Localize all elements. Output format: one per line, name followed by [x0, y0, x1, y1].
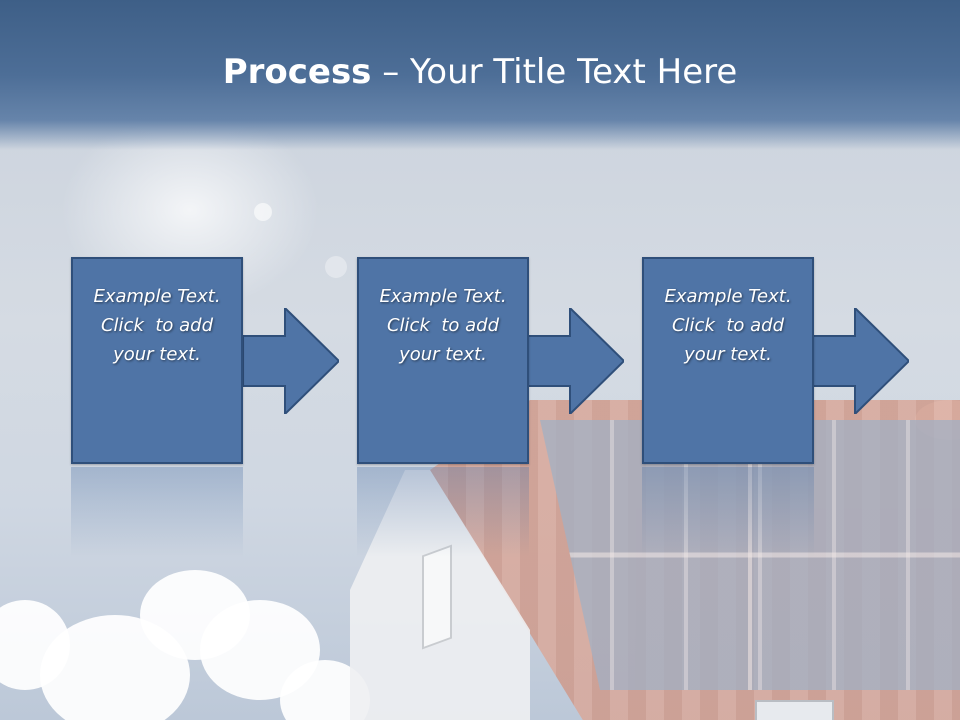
- roof-skylight: [755, 700, 834, 720]
- step-reflection: [642, 467, 814, 557]
- step-text: Example Text. Click to add your text.: [87, 282, 226, 369]
- step-reflection: [71, 467, 243, 557]
- lens-flare: [254, 203, 272, 221]
- step-line: Example Text.: [664, 286, 792, 307]
- step-line: Click to add: [100, 315, 213, 336]
- right-arrow-icon: [243, 308, 339, 414]
- right-arrow-icon: [813, 308, 909, 414]
- lens-flare: [325, 256, 347, 278]
- step-text: Example Text. Click to add your text.: [658, 282, 797, 369]
- house-window: [422, 544, 452, 650]
- title-bold: Process: [222, 52, 372, 92]
- step-text: Example Text. Click to add your text.: [373, 282, 512, 369]
- process-step-3[interactable]: Example Text. Click to add your text.: [642, 257, 814, 464]
- process-step-2[interactable]: Example Text. Click to add your text.: [357, 257, 529, 464]
- title-rest: – Your Title Text Here: [371, 52, 738, 92]
- step-line: your text.: [399, 344, 487, 365]
- step-line: Example Text.: [93, 286, 221, 307]
- process-step-1[interactable]: Example Text. Click to add your text.: [71, 257, 243, 464]
- step-line: your text.: [684, 344, 772, 365]
- right-arrow-icon: [528, 308, 624, 414]
- step-line: your text.: [113, 344, 201, 365]
- step-line: Example Text.: [379, 286, 507, 307]
- title-band: [0, 0, 960, 150]
- step-line: Click to add: [671, 315, 784, 336]
- step-line: Click to add: [386, 315, 499, 336]
- solar-panels: [540, 420, 960, 690]
- cloud: [0, 600, 70, 690]
- slide-title[interactable]: Process – Your Title Text Here: [0, 52, 960, 92]
- step-reflection: [357, 467, 529, 557]
